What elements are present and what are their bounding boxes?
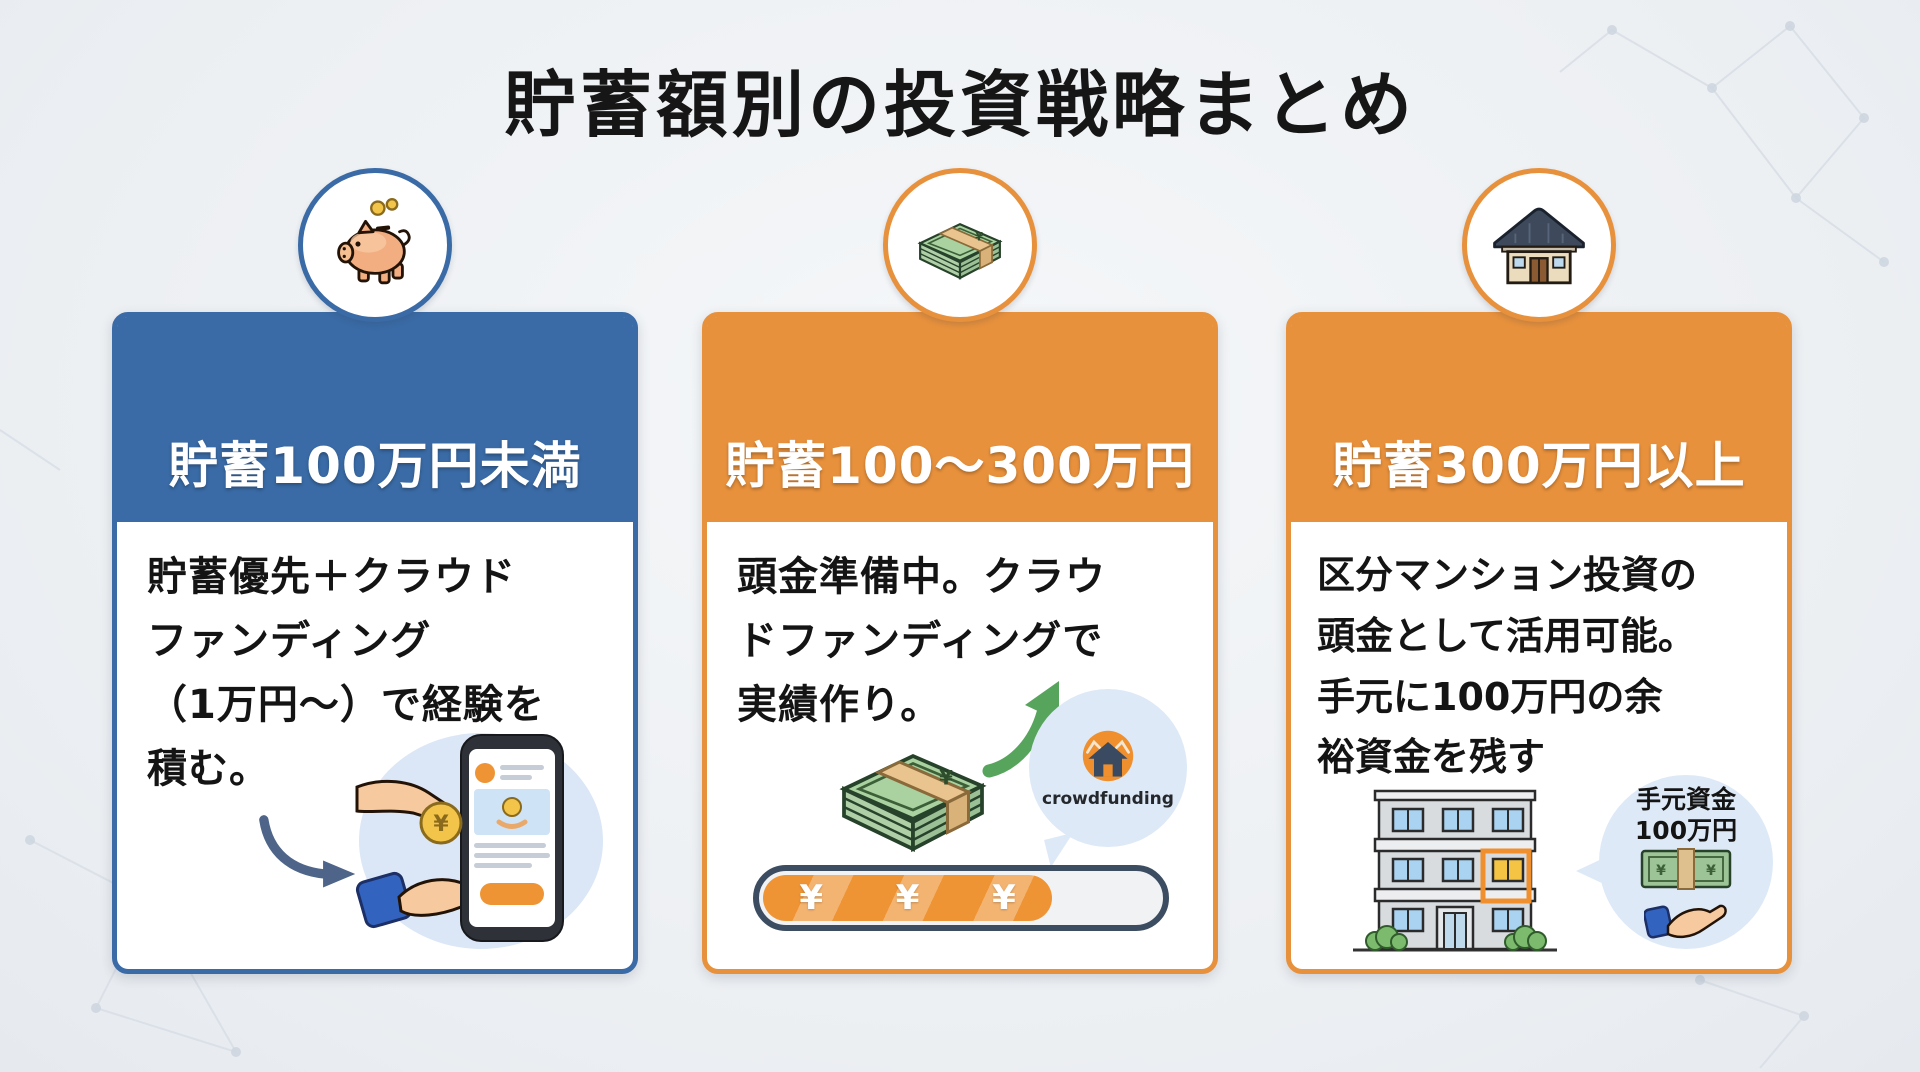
piggy-bank-icon	[337, 197, 411, 285]
highlighted-unit-outline	[1480, 848, 1532, 904]
crowdfunding-logo-icon	[1082, 730, 1134, 781]
svg-text:¥: ¥	[1656, 863, 1666, 879]
savings-card-1m-3m: 貯蓄100〜300万円 頭金準備中。クラウ ドファンディングで 実績作り。 cr…	[702, 168, 1218, 974]
curved-arrow-icon	[259, 815, 356, 888]
cash-reserve-bubble: 手元資金 100万円 ¥ ¥	[1576, 775, 1773, 949]
money-stack-icon-circle	[883, 168, 1037, 322]
banknote-icon: ¥ ¥	[1640, 848, 1732, 891]
progress-bar: ¥ ¥ ¥	[753, 865, 1169, 931]
yen-icon: ¥	[799, 878, 824, 918]
card-header-label: 貯蓄300万円以上	[1332, 437, 1746, 495]
crowdfunding-app-illustration: ¥	[355, 733, 603, 949]
card-body-text: 貯蓄優先＋クラウド ファンディング （1万円〜）で経験を 積む。	[147, 554, 545, 792]
savings-card-under-1m: 貯蓄100万円未満 貯蓄優先＋クラウド ファンディング （1万円〜）で経験を 積…	[112, 168, 638, 974]
svg-text:¥: ¥	[1706, 863, 1716, 879]
cash-reserve-label: 手元資金 100万円	[1634, 784, 1738, 845]
bubble-tail	[1576, 857, 1606, 885]
building-windows	[1391, 807, 1525, 933]
crowdfunding-bubble: crowdfunding	[1029, 689, 1187, 868]
card-header: 貯蓄100万円未満	[117, 317, 633, 522]
money-stack-icon	[908, 197, 1012, 293]
japanese-house-icon	[1493, 207, 1585, 285]
japanese-house-icon-circle	[1462, 168, 1616, 322]
apartment-building-illustration	[1353, 789, 1557, 952]
card-body-text: 区分マンション投資の 頭金として活用可能。 手元に100万円の余 裕資金を残す	[1317, 553, 1698, 780]
bubble-tail	[1044, 832, 1080, 868]
open-hand-icon	[1644, 904, 1727, 939]
page-title: 貯蓄額別の投資戦略まとめ	[503, 63, 1416, 147]
card-header-label: 貯蓄100〜300万円	[725, 437, 1195, 495]
card-header-label: 貯蓄100万円未満	[168, 437, 582, 495]
progress-bar-fill: ¥ ¥ ¥	[763, 875, 1053, 921]
piggy-bank-icon-circle	[298, 168, 452, 322]
card-header: 貯蓄300万円以上	[1291, 317, 1787, 522]
growth-arrow-icon	[982, 681, 1059, 778]
card-body-text: 頭金準備中。クラウ ドファンディングで 実績作り。	[737, 554, 1106, 728]
svg-text:¥: ¥	[433, 812, 449, 837]
crowdfunding-label: crowdfunding	[1042, 788, 1174, 809]
card-header: 貯蓄100〜300万円	[707, 317, 1213, 522]
hand-inserting-coin-icon: ¥	[355, 779, 463, 845]
savings-card-over-3m: 貯蓄300万円以上 区分マンション投資の 頭金として活用可能。 手元に100万円…	[1286, 168, 1792, 974]
smartphone-icon	[460, 734, 564, 942]
yen-icon: ¥	[992, 878, 1016, 918]
yen-icon: ¥	[895, 878, 920, 918]
building-entrance	[1435, 905, 1475, 951]
bush-icons	[1365, 925, 1547, 951]
